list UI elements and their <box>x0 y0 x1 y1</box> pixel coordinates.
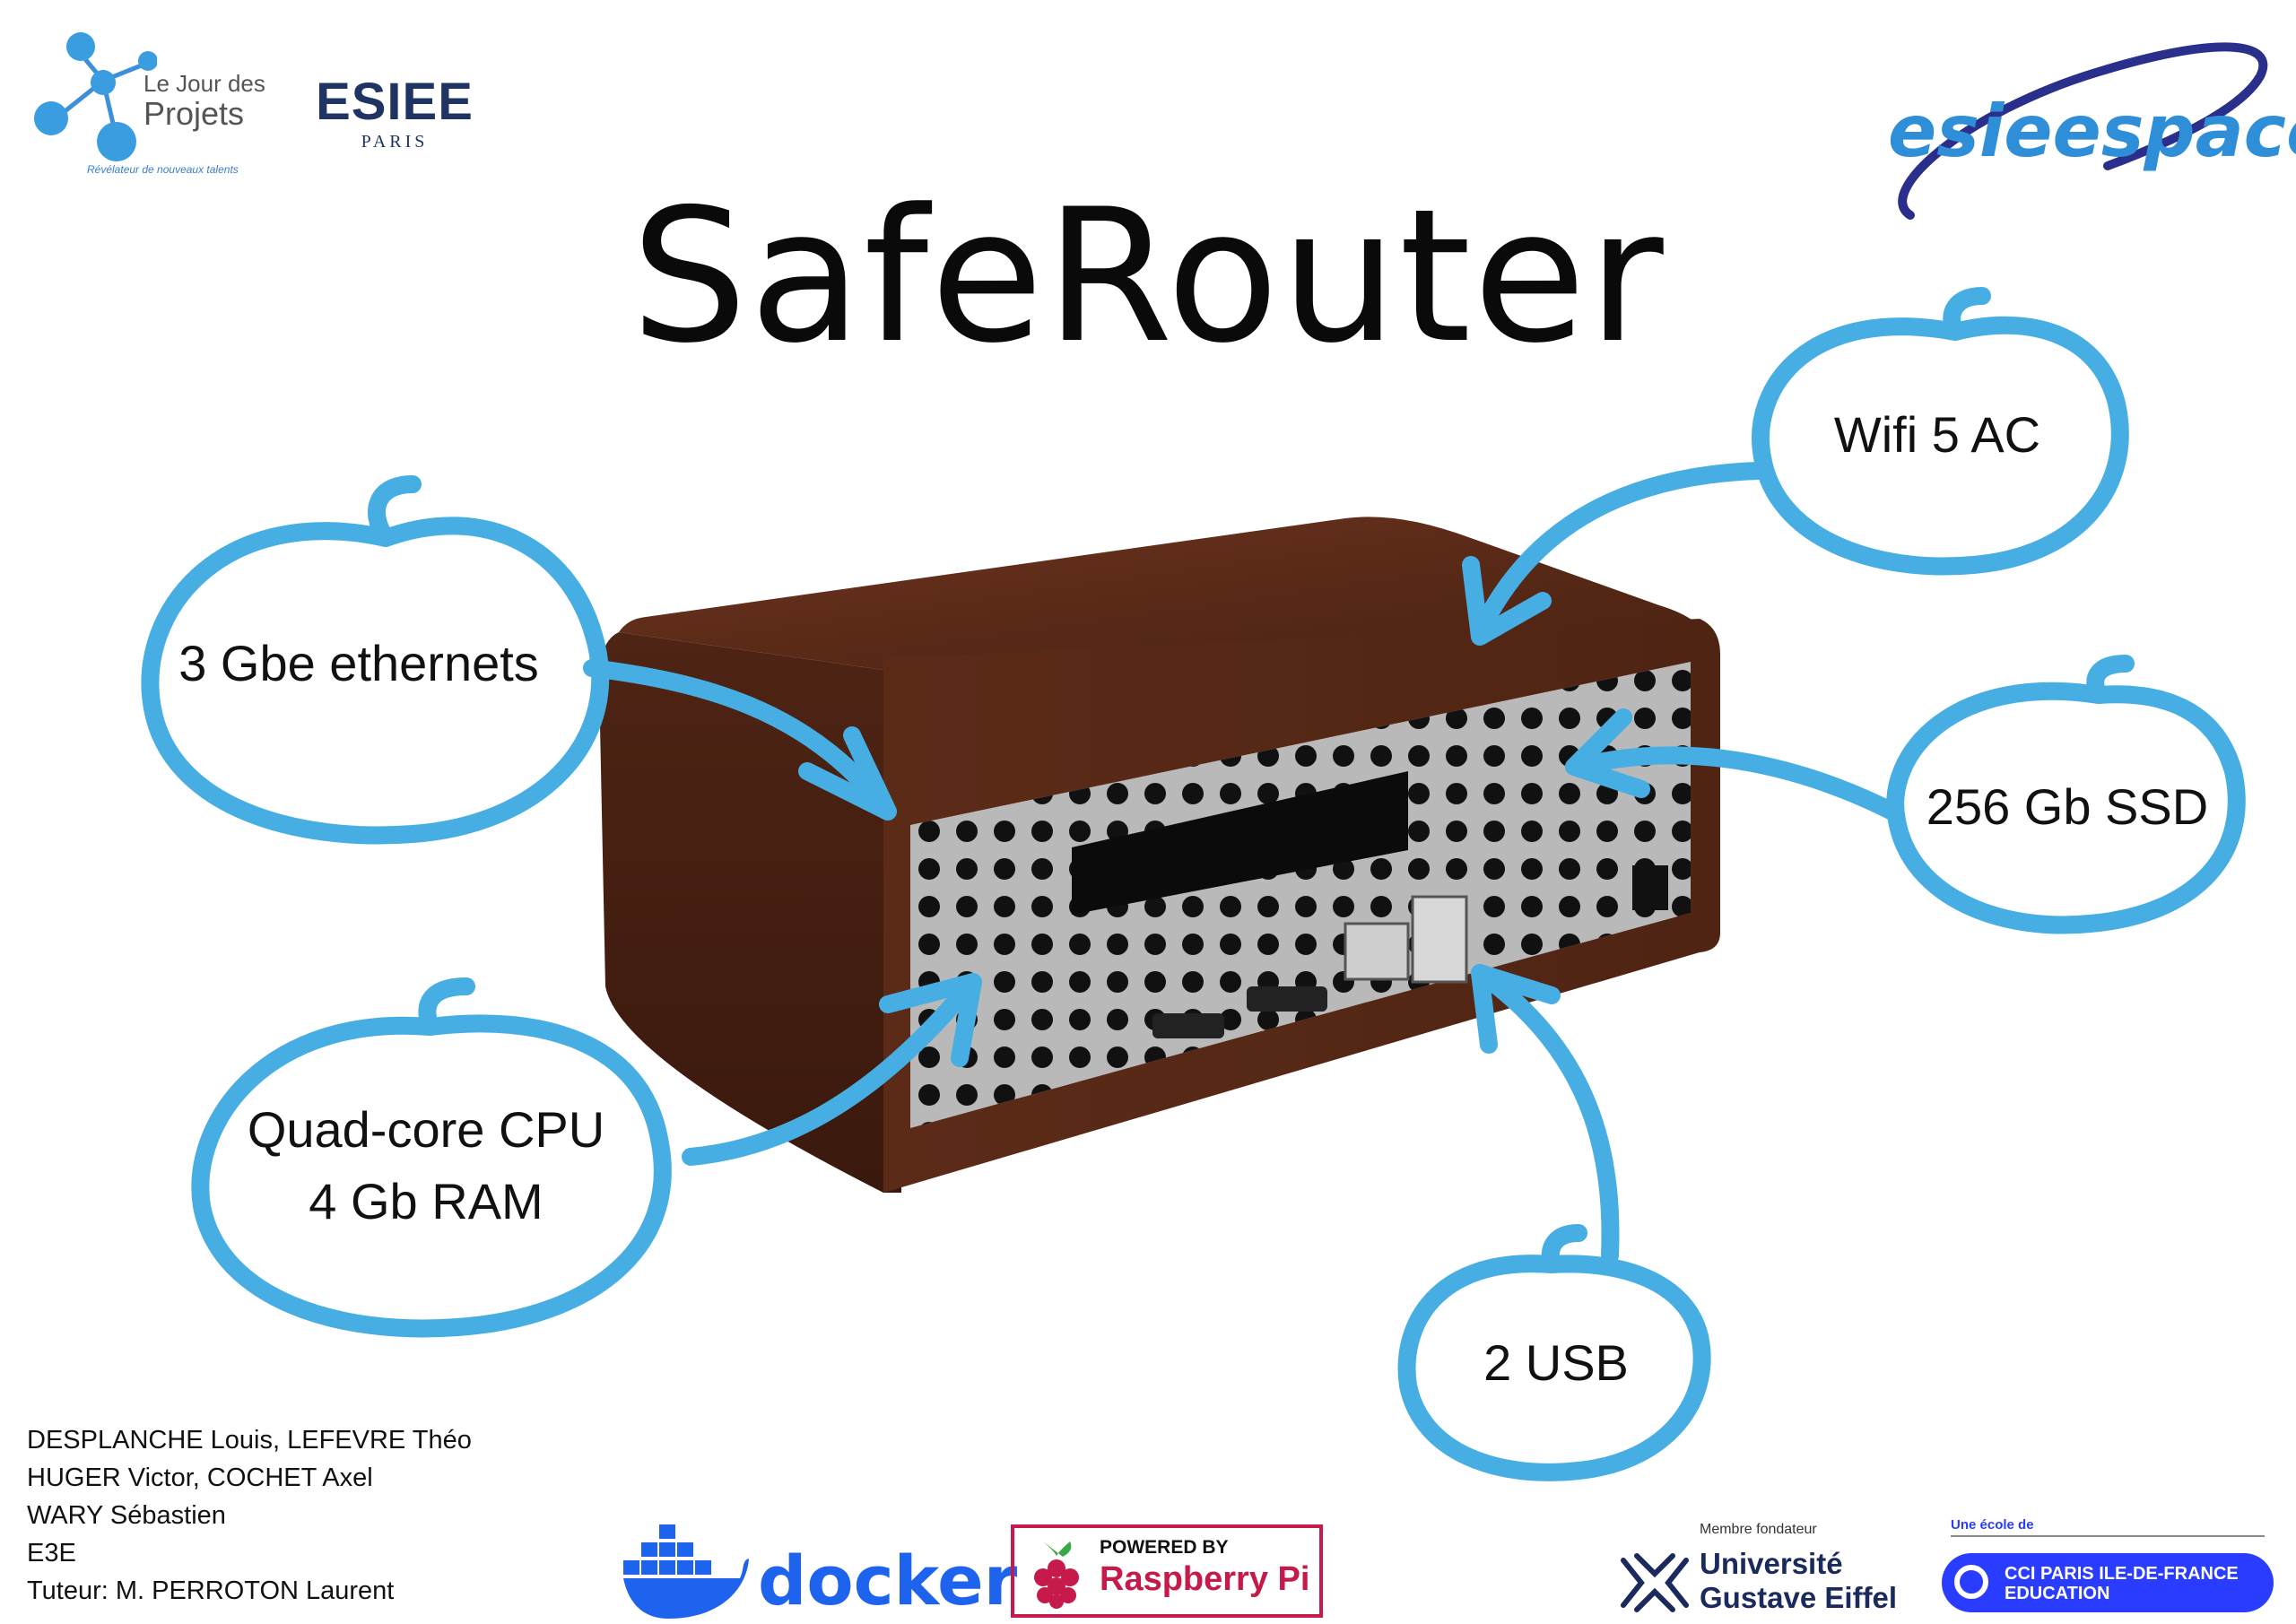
raspberry-pi-logo: POWERED BY Raspberry Pi <box>1011 1524 1323 1618</box>
cci-line1: CCI PARIS ILE-DE-FRANCE <box>2005 1564 2239 1584</box>
uge-logo: Membre fondateur Université Gustave Eiff… <box>1619 1520 1924 1619</box>
orbit-icon <box>1898 42 2268 220</box>
esieespace-logo: esieespace <box>1883 22 2296 238</box>
arrow-wifi <box>1471 462 1767 641</box>
arrowhead-wifi <box>1462 556 1552 646</box>
jour-line1: Le Jour des <box>144 70 265 97</box>
bubble-cpu <box>191 977 672 1338</box>
docker-name: docker <box>758 1541 1018 1620</box>
feature-usb: 2 USB <box>1483 1334 1629 1391</box>
arrow-ethernet <box>583 659 892 816</box>
authors-list: DESPLANCHE Louis, LEFEVRE Théo HUGER Vic… <box>27 1421 472 1610</box>
raspberry-line1: POWERED BY <box>1100 1537 1229 1558</box>
feature-wifi: Wifi 5 AC <box>1833 406 2041 463</box>
raspberry-line2: Raspberry Pi <box>1100 1560 1310 1598</box>
molecule-icon <box>34 32 157 161</box>
uge-line1: Université <box>1700 1547 1843 1580</box>
feature-ssd: 256 Gb SSD <box>1926 778 2209 835</box>
usb-ports <box>1411 895 1468 984</box>
hdmi-port-2 <box>1152 1013 1224 1038</box>
arrow-ssd <box>1570 746 1901 821</box>
author-line: DESPLANCHE Louis, LEFEVRE Théo <box>27 1426 472 1455</box>
arrowhead-usb <box>1471 964 1561 1054</box>
router-vent-holes <box>910 662 1691 1128</box>
hdmi-port-1 <box>1247 986 1327 1012</box>
jour-tagline: Révélateur de nouveaux talents <box>87 163 239 176</box>
cci-pill: CCI PARIS ILE-DE-FRANCE EDUCATION <box>1942 1553 2274 1612</box>
uge-caption: Membre fondateur <box>1700 1522 1817 1537</box>
feature-cpu-line1: Quad-core CPU <box>247 1101 605 1158</box>
esiee-logo: ESIEE PARIS <box>309 72 480 161</box>
esieespace-name: esieespace <box>1888 90 2296 173</box>
uge-line2: Gustave Eiffel <box>1700 1581 1898 1614</box>
page-title: SafeRouter <box>631 170 1665 384</box>
raspberry-icon <box>1034 1541 1079 1609</box>
uge-emblem-icon <box>1621 1553 1689 1612</box>
docker-logo: docker <box>623 1524 1017 1623</box>
esiee-name: ESIEE <box>316 73 474 131</box>
bubble-wifi <box>1752 287 2129 576</box>
feature-cpu-line2: 4 Gb RAM <box>309 1173 544 1229</box>
feature-cpu: Quad-core CPU 4 Gb RAM <box>211 1094 641 1238</box>
arrow-usb <box>1471 964 1620 1264</box>
router-screen <box>1072 771 1408 915</box>
esiee-city: PARIS <box>361 132 429 152</box>
cci-line2: EDUCATION <box>2005 1584 2110 1603</box>
author-line: E3E <box>27 1539 76 1568</box>
author-line: WARY Sébastien <box>27 1501 226 1530</box>
arrowhead-cpu <box>879 973 982 1067</box>
ethernet-port <box>1344 922 1410 981</box>
cci-divider <box>1951 1535 2265 1537</box>
arrowhead-ssd <box>1565 708 1650 798</box>
arrow-cpu <box>682 977 978 1166</box>
bubble-usb <box>1397 1224 1711 1481</box>
jour-line2: Projets <box>144 95 245 132</box>
power-port <box>1632 865 1668 910</box>
arrowhead-ethernet <box>798 726 897 821</box>
author-line: Tuteur: M. PERROTON Laurent <box>27 1576 395 1605</box>
bubble-ethernet <box>141 475 610 845</box>
jour-des-projets-logo: Le Jour des Projets Révélateur de nouvea… <box>31 27 274 184</box>
author-line: HUGER Victor, COCHET Axel <box>27 1463 373 1492</box>
cci-caption: Une école de <box>1951 1517 2034 1533</box>
cci-circle-icon <box>1954 1565 1988 1599</box>
feature-ethernet: 3 Gbe ethernets <box>178 635 539 691</box>
bubble-ssd <box>1886 655 2246 934</box>
docker-whale-icon <box>623 1524 749 1619</box>
cci-logo: Une école de CCI PARIS ILE-DE-FRANCE EDU… <box>1942 1515 2274 1619</box>
